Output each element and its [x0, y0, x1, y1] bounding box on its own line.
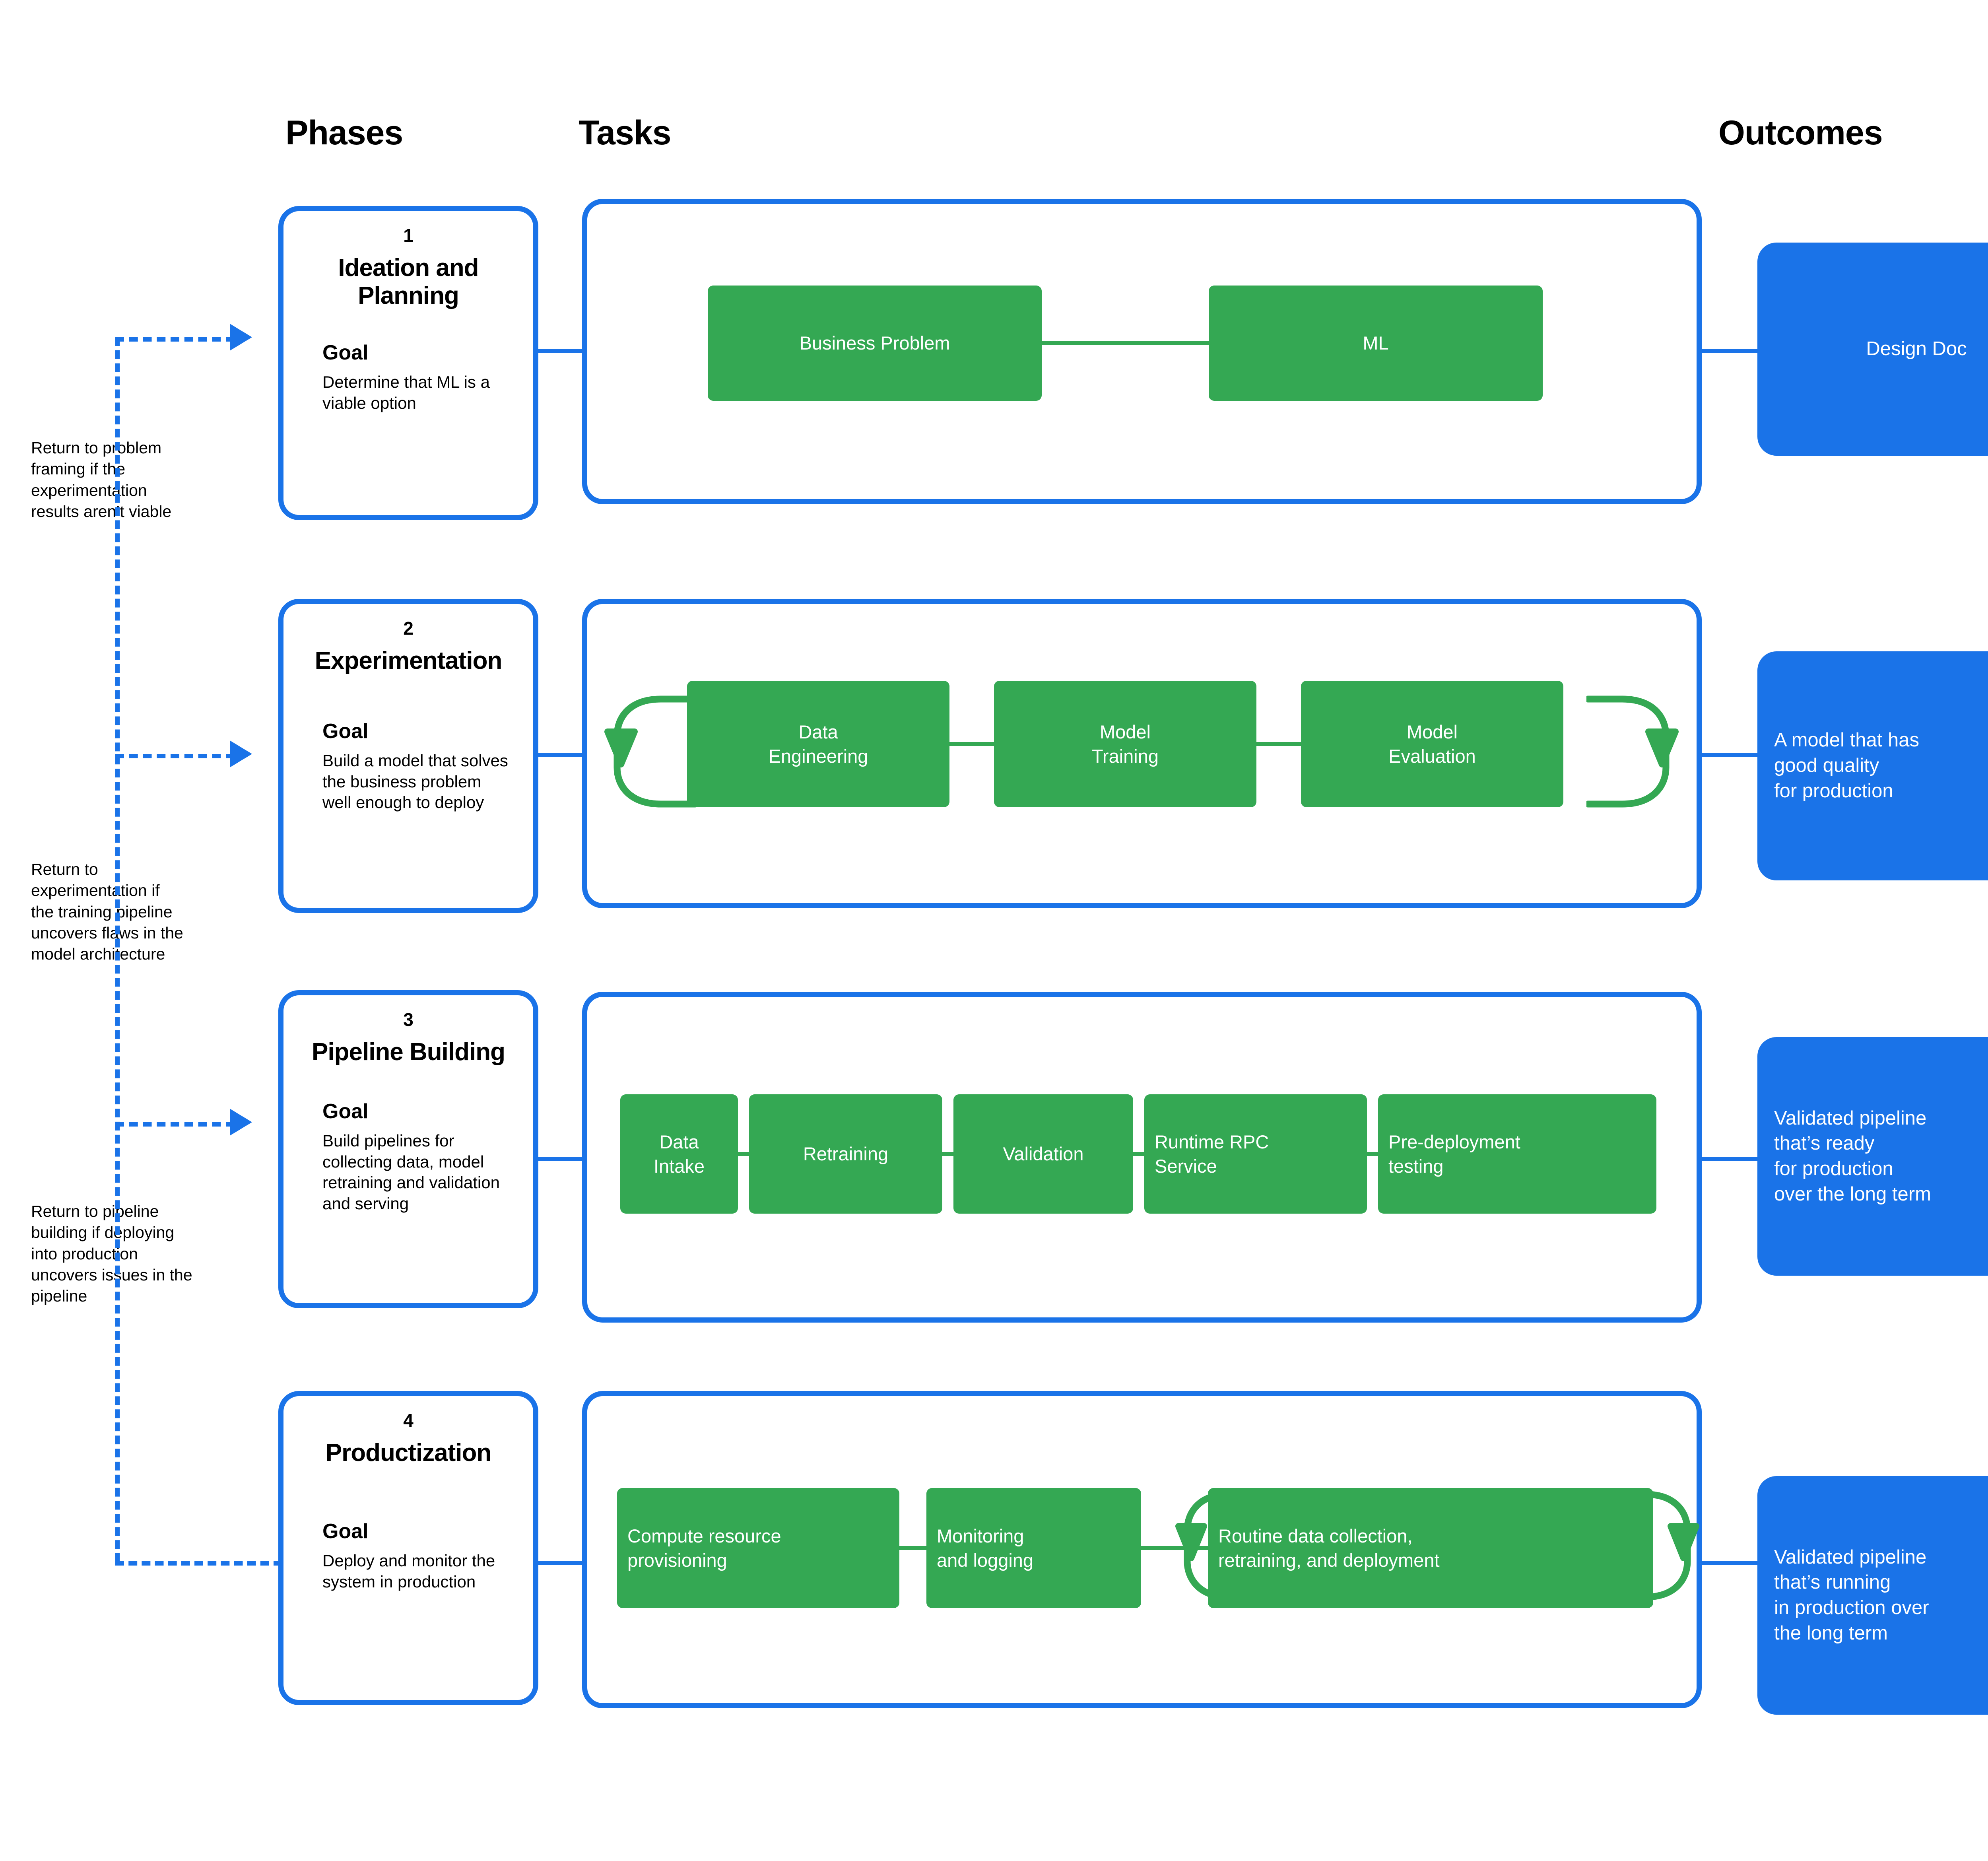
phase-goal-text-4: Deploy and monitor the system in product… — [322, 1551, 495, 1591]
phase-goal-label-3: Goal — [322, 1100, 369, 1123]
connector-tasks3-outcome — [1702, 1157, 1757, 1161]
task-label: Compute resource provisioning — [627, 1525, 781, 1571]
task-label: Data Engineering — [768, 721, 868, 767]
task-connector-2a — [949, 742, 994, 746]
task-label: Retraining — [803, 1143, 889, 1165]
task-connector-1 — [1042, 341, 1209, 345]
feedback-note-3: Return to pipeline building if deploying… — [31, 1202, 192, 1305]
connector-phase1-tasks — [534, 349, 582, 353]
phase-card-4[interactable]: 4 Productization Goal Deploy and monitor… — [278, 1391, 538, 1705]
outcome-label: A model that has good quality for produc… — [1774, 729, 1920, 802]
column-header-phases: Phases — [285, 114, 403, 152]
phase-number-2: 2 — [403, 618, 414, 639]
phase-title-2: Experimentation — [315, 647, 503, 674]
task-label: Data Intake — [653, 1131, 705, 1177]
connector-phase3-tasks — [534, 1157, 582, 1161]
phase-title-3: Pipeline Building — [312, 1038, 505, 1066]
outcome-box-3[interactable]: Validated pipeline that’s ready for prod… — [1757, 1037, 1988, 1276]
outcome-label: Validated pipeline that’s ready for prod… — [1774, 1107, 1931, 1205]
column-header-tasks: Tasks — [579, 114, 671, 152]
task-box-business-problem[interactable]: Business Problem — [708, 286, 1042, 401]
outcome-label: Design Doc — [1866, 338, 1967, 360]
connector-phase2-tasks — [534, 753, 582, 757]
connector-phase4-tasks — [534, 1561, 582, 1565]
loop-arrow-right-productization — [1614, 1491, 1699, 1601]
phase-title-1: Ideation and Planning — [338, 254, 479, 310]
task-label: Validation — [1003, 1143, 1084, 1165]
outcome-box-1[interactable]: Design Doc — [1757, 243, 1988, 456]
loop-arrow-left-experimentation — [604, 695, 697, 808]
task-box-monitoring-and-logging[interactable]: Monitoring and logging — [926, 1488, 1141, 1608]
feedback-arrowhead-phase-1 — [230, 324, 252, 351]
phase-card-3[interactable]: 3 Pipeline Building Goal Build pipelines… — [278, 990, 538, 1308]
task-label: ML — [1363, 332, 1389, 354]
phase-goal-label-1: Goal — [322, 341, 369, 364]
task-connector-2b — [1256, 742, 1301, 746]
task-label: Business Problem — [799, 332, 950, 354]
phase-number-4: 4 — [403, 1410, 414, 1431]
task-box-data-engineering[interactable]: Data Engineering — [687, 681, 949, 807]
task-box-pre-deployment-testing[interactable]: Pre-deployment testing — [1378, 1094, 1656, 1214]
task-connector-4a — [899, 1546, 926, 1550]
outcome-label: Validated pipeline that’s running in pro… — [1774, 1546, 1929, 1644]
task-connector-4b — [1141, 1546, 1208, 1550]
phase-card-1[interactable]: 1 Ideation and Planning Goal Determine t… — [278, 206, 538, 520]
task-label: Runtime RPC Service — [1155, 1131, 1269, 1177]
feedback-branch-to-phase-3 — [115, 1122, 235, 1127]
task-label: Routine data collection, retraining, and… — [1218, 1525, 1440, 1571]
feedback-branch-from-phase-4 — [115, 1561, 282, 1566]
phase-goal-label-2: Goal — [322, 720, 369, 743]
phase-card-2[interactable]: 2 Experimentation Goal Build a model tha… — [278, 599, 538, 913]
loop-arrow-right-experimentation — [1586, 695, 1679, 808]
outcome-box-4[interactable]: Validated pipeline that’s running in pro… — [1757, 1476, 1988, 1715]
phase-goal-label-4: Goal — [322, 1520, 369, 1543]
feedback-arrowhead-phase-2 — [230, 740, 252, 767]
task-connector-3d — [1367, 1152, 1378, 1156]
outcome-box-2[interactable]: A model that has good quality for produc… — [1757, 651, 1988, 880]
phase-number-1: 1 — [403, 225, 414, 246]
feedback-note-2: Return to experimentation if the trainin… — [31, 860, 183, 964]
task-box-data-intake[interactable]: Data Intake — [620, 1094, 738, 1214]
task-label: Pre-deployment testing — [1388, 1131, 1520, 1177]
phase-title-4: Productization — [325, 1439, 492, 1467]
phase-goal-text-1: Determine that ML is a viable option — [322, 373, 490, 412]
feedback-branch-to-phase-1 — [115, 337, 235, 342]
feedback-note-1: Return to problem framing if the experim… — [31, 439, 172, 521]
feedback-branch-to-phase-2 — [115, 754, 235, 758]
task-label: Monitoring and logging — [937, 1525, 1034, 1571]
task-label: Model Evaluation — [1388, 721, 1476, 767]
task-box-model-evaluation[interactable]: Model Evaluation — [1301, 681, 1563, 807]
task-connector-3a — [738, 1152, 749, 1156]
task-box-model-training[interactable]: Model Training — [994, 681, 1256, 807]
phase-goal-text-2: Build a model that solves the business p… — [322, 751, 508, 812]
task-box-retraining[interactable]: Retraining — [749, 1094, 942, 1214]
task-label: Model Training — [1091, 721, 1159, 767]
task-box-validation[interactable]: Validation — [953, 1094, 1133, 1214]
phase-goal-text-3: Build pipelines for collecting data, mod… — [322, 1131, 500, 1213]
task-box-compute-resource-provisioning[interactable]: Compute resource provisioning — [617, 1488, 899, 1608]
task-box-routine-data-collection[interactable]: Routine data collection, retraining, and… — [1208, 1488, 1653, 1608]
column-header-outcomes: Outcomes — [1718, 114, 1883, 152]
task-box-ml[interactable]: ML — [1209, 286, 1543, 401]
feedback-arrowhead-phase-3 — [230, 1109, 252, 1136]
connector-tasks2-outcome — [1702, 753, 1757, 757]
connector-tasks4-outcome — [1702, 1561, 1757, 1565]
task-connector-3b — [942, 1152, 953, 1156]
phase-number-3: 3 — [403, 1009, 414, 1030]
connector-tasks1-outcome — [1702, 349, 1757, 353]
feedback-spine-vertical-left — [115, 337, 120, 1562]
task-connector-3c — [1133, 1152, 1144, 1156]
task-box-runtime-rpc-service[interactable]: Runtime RPC Service — [1144, 1094, 1367, 1214]
